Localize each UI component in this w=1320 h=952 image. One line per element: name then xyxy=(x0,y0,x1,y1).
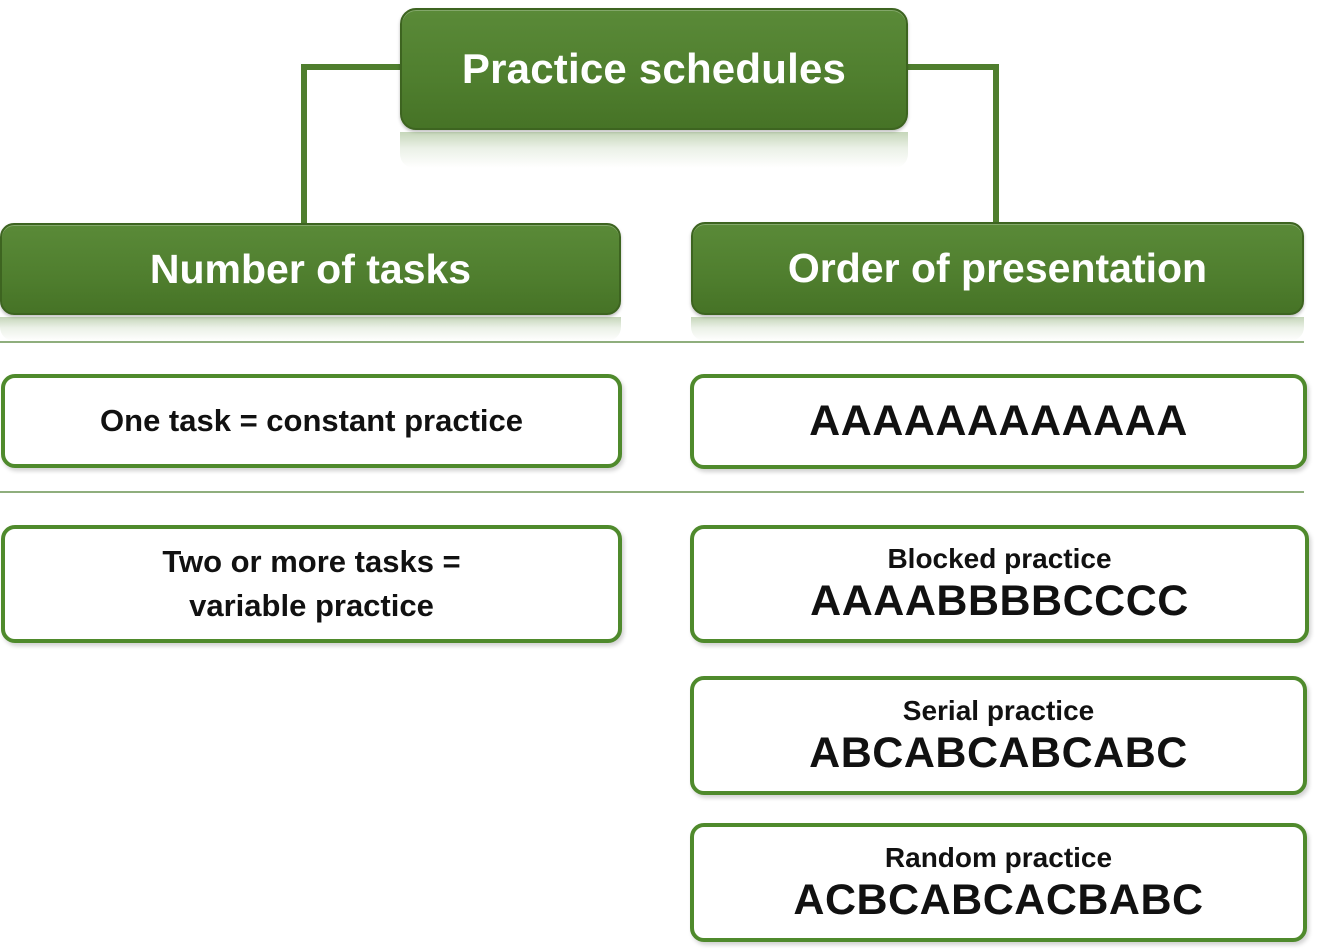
left-item-line2: variable practice xyxy=(189,588,434,623)
root-reflection xyxy=(400,132,908,168)
left-item-text: One task = constant practice xyxy=(100,403,523,438)
category-left-reflection xyxy=(0,317,621,341)
left-item-constant-practice: One task = constant practice xyxy=(1,374,622,468)
category-left-title: Number of tasks xyxy=(149,245,472,292)
sequence-text: AAAAAAAAAAAA xyxy=(809,397,1188,445)
category-number-of-tasks: Number of tasks xyxy=(0,223,621,315)
sequence-text: AAAABBBBCCCC xyxy=(810,577,1189,625)
left-item-line1: Two or more tasks = xyxy=(162,544,461,579)
divider-middle xyxy=(0,491,1304,493)
right-item-random-practice: Random practice ACBCABCACBABC xyxy=(690,823,1307,942)
connector-root-to-right xyxy=(906,64,999,222)
right-item-blocked-practice: Blocked practice AAAABBBBCCCC xyxy=(690,525,1309,643)
category-order-of-presentation: Order of presentation xyxy=(691,222,1304,315)
sequence-text: ACBCABCACBABC xyxy=(793,875,1204,924)
root-node: Practice schedules xyxy=(400,8,908,130)
divider-top xyxy=(0,341,1304,343)
category-right-reflection xyxy=(691,317,1304,341)
practice-name: Blocked practice xyxy=(887,543,1112,574)
category-right-title: Order of presentation xyxy=(787,245,1208,291)
sequence-text: ABCABCABCABC xyxy=(809,728,1188,777)
right-item-serial-practice: Serial practice ABCABCABCABC xyxy=(690,676,1307,795)
right-item-constant-sequence: AAAAAAAAAAAA xyxy=(690,374,1307,469)
practice-name: Serial practice xyxy=(902,694,1095,726)
root-title: Practice schedules xyxy=(461,45,847,92)
practice-name: Random practice xyxy=(884,841,1113,873)
left-item-variable-practice: Two or more tasks = variable practice xyxy=(1,525,622,643)
connector-root-to-left xyxy=(301,64,400,224)
